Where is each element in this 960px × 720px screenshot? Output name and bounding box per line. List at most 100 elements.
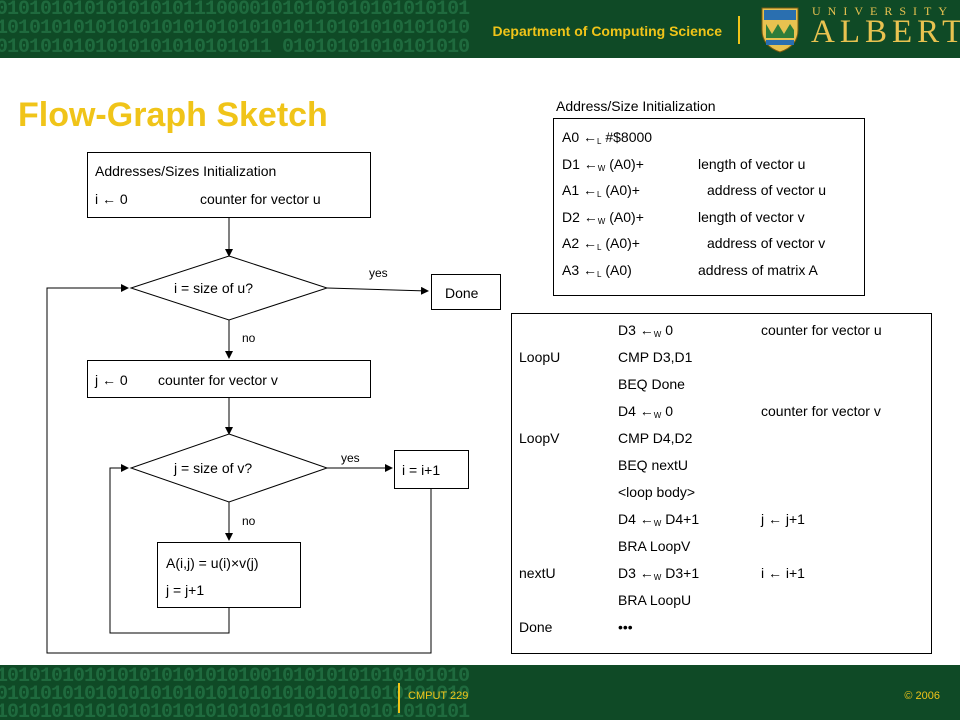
addr-init-row: A0 ←L #$8000 xyxy=(562,129,652,146)
register: D3 xyxy=(618,322,640,338)
source-operand: D4+1 xyxy=(661,511,700,527)
increment-i-label: i = i+1 xyxy=(402,462,441,478)
source-operand: 0 xyxy=(661,322,674,338)
code-label: Done xyxy=(519,619,553,635)
addr-init-row: D2 ←W (A0)+ xyxy=(562,209,644,226)
register: A0 xyxy=(562,129,584,145)
code-label: LoopU xyxy=(519,349,561,365)
source-operand: (A0)+ xyxy=(601,235,640,251)
size-suffix: L xyxy=(597,190,602,199)
code-instruction: CMP D3,D1 xyxy=(618,349,693,365)
yes-label: yes xyxy=(341,451,360,465)
code-comment: counter for vector u xyxy=(761,322,882,338)
move-arrow: ← xyxy=(583,235,598,251)
loop-body-line1: A(i,j) = u(i)×v(j) xyxy=(166,555,259,571)
binary-pattern: 0101010101010101011100001010101010101010… xyxy=(0,0,470,21)
code-instruction: D4 ←W D4+1 xyxy=(618,511,699,528)
move-arrow: ← xyxy=(583,155,598,172)
addr-init-row: A3 ←L (A0) xyxy=(562,262,632,279)
header-divider xyxy=(738,16,740,44)
init-j-box: j ← 0 counter for vector v xyxy=(87,360,371,398)
size-suffix: W xyxy=(597,216,606,226)
decision-v-label: j = size of v? xyxy=(174,460,253,476)
init-box: Addresses/Sizes Initialization i ← 0 cou… xyxy=(87,152,371,218)
footer-band: 1010101010101010101010100101010101010101… xyxy=(0,665,960,720)
university-label: UNIVERSITY OF xyxy=(812,4,960,18)
binary-pattern: 0101010101010101010101010101010101010101… xyxy=(0,683,470,706)
code-instruction: BRA LoopU xyxy=(618,592,692,608)
code-instruction: CMP D4,D2 xyxy=(618,430,693,446)
source-operand: 0 xyxy=(661,403,674,419)
addr-init-row: A2 ←L (A0)+ xyxy=(562,235,640,252)
code-comment: counter for vector v xyxy=(761,403,881,419)
addr-init-comment: address of vector v xyxy=(707,235,826,251)
binary-pattern: 1010101010101010101010101010110101010101… xyxy=(0,17,470,40)
university-crest-icon xyxy=(761,7,799,53)
code-instruction: D3 ←W 0 xyxy=(618,322,673,339)
init-j-comment: counter for vector v xyxy=(158,372,278,388)
binary-pattern: 1010101010101010101010100101010101010101… xyxy=(0,665,470,688)
addr-init-heading: Address/Size Initialization xyxy=(556,98,716,114)
no-label: no xyxy=(242,514,256,528)
register: D3 xyxy=(618,565,640,581)
source-operand: #$8000 xyxy=(601,129,653,145)
loop-body-box: A(i,j) = u(i)×v(j) j = j+1 xyxy=(157,542,301,608)
addr-init-row: D1 ←W (A0)+ xyxy=(562,156,644,173)
source-operand: (A0)+ xyxy=(601,182,640,198)
size-suffix: L xyxy=(597,269,602,279)
size-suffix: L xyxy=(597,137,602,146)
move-arrow: ← xyxy=(639,403,654,419)
move-arrow: ← xyxy=(639,322,654,338)
code-label: nextU xyxy=(519,565,556,581)
move-arrow: ← xyxy=(639,565,654,581)
source-operand: (A0) xyxy=(601,261,632,278)
source-operand: (A0)+ xyxy=(605,155,644,172)
size-suffix: W xyxy=(653,411,662,420)
move-arrow: ← xyxy=(583,261,598,278)
department-name: Department of Computing Science xyxy=(492,23,722,39)
no-label: no xyxy=(242,331,256,345)
register: D4 xyxy=(618,403,640,419)
decision-u-label: i = size of u? xyxy=(174,280,253,296)
addr-init-comment: length of vector u xyxy=(698,155,806,172)
course-code: CMPUT 229 xyxy=(408,690,469,702)
addr-init-comment: address of matrix A xyxy=(698,261,818,278)
register: A1 xyxy=(562,182,584,198)
size-suffix: L xyxy=(597,243,602,252)
register: D4 xyxy=(618,511,640,527)
addr-init-comment: length of vector v xyxy=(698,208,805,225)
addr-init-comment: address of vector u xyxy=(707,182,827,198)
code-instruction: BEQ nextU xyxy=(618,457,689,473)
loop-body-line2: j = j+1 xyxy=(166,582,205,598)
yes-label: yes xyxy=(369,266,388,280)
addr-init-row: A1 ←L (A0)+ xyxy=(562,182,640,199)
init-i: i ← 0 xyxy=(95,191,128,207)
slide-title: Flow-Graph Sketch xyxy=(18,96,328,134)
done-label: Done xyxy=(445,285,479,301)
size-suffix: W xyxy=(653,573,662,582)
move-arrow: ← xyxy=(583,208,598,225)
init-j: j ← 0 xyxy=(95,372,128,388)
code-instruction: BEQ Done xyxy=(618,376,685,392)
move-arrow: ← xyxy=(583,182,598,198)
copyright: © 2006 xyxy=(904,690,940,702)
binary-pattern: 0101010101010101010101011 01010101010101… xyxy=(0,36,470,58)
register: A3 xyxy=(562,261,584,278)
code-comment: j ← j+1 xyxy=(761,511,805,527)
move-arrow: ← xyxy=(639,511,654,527)
size-suffix: W xyxy=(597,163,606,173)
move-arrow: ← xyxy=(583,129,598,145)
init-title: Addresses/Sizes Initialization xyxy=(95,163,277,179)
binary-pattern: 1010101010101010101010101010101010101010… xyxy=(0,701,470,720)
done-box: Done xyxy=(431,274,501,310)
size-suffix: W xyxy=(653,330,662,339)
increment-i-box: i = i+1 xyxy=(394,450,469,489)
code-instruction: D3 ←W D3+1 xyxy=(618,565,699,582)
source-operand: (A0)+ xyxy=(605,208,644,225)
code-instruction: D4 ←W 0 xyxy=(618,403,673,420)
footer-divider xyxy=(398,683,400,713)
code-label: LoopV xyxy=(519,430,560,446)
source-operand: D3+1 xyxy=(661,565,700,581)
